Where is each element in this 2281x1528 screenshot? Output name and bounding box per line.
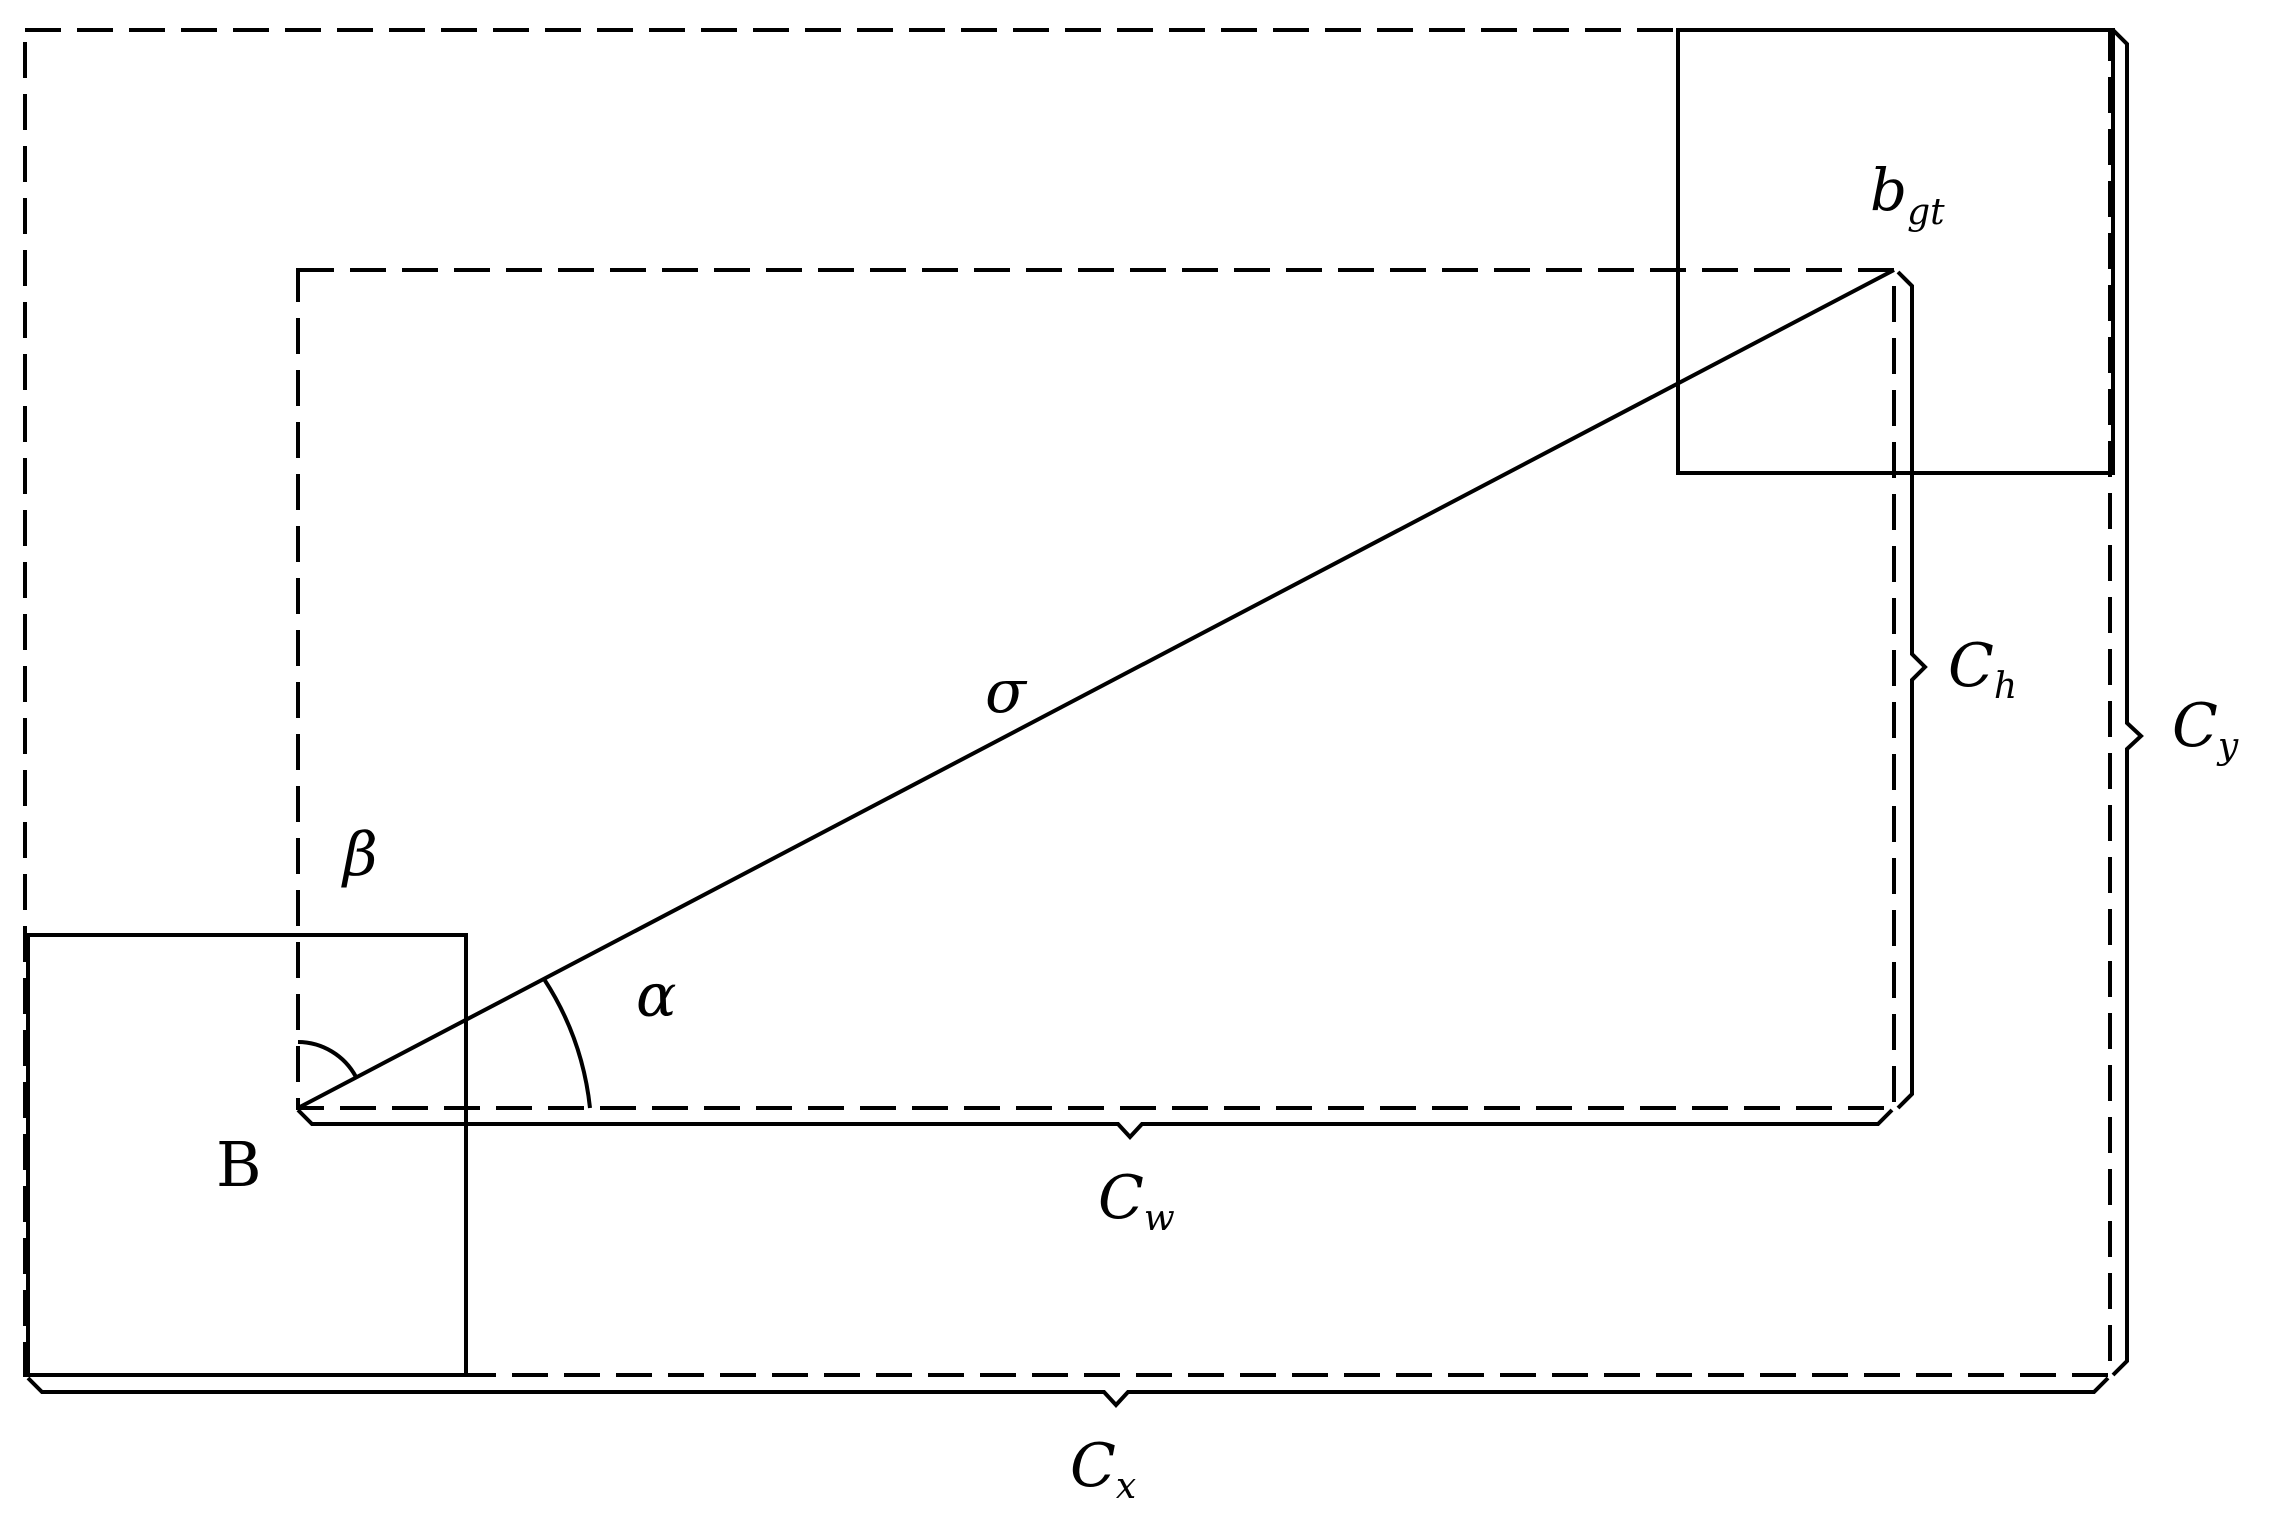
ground-truth-box xyxy=(1676,28,2115,475)
center-distance-box xyxy=(296,268,1896,1110)
ch-sub-text: h xyxy=(1994,666,2017,707)
sigma-diagonal-line xyxy=(297,268,1895,1110)
cy-brace xyxy=(2111,28,2144,1377)
gt-center-label: bgt xyxy=(1870,156,1945,233)
cw-label: Cw xyxy=(1098,1163,1175,1239)
ch-main-text: C xyxy=(1948,631,1994,701)
cx-label: Cx xyxy=(1070,1431,1136,1507)
cw-brace xyxy=(296,1108,1894,1140)
ch-brace xyxy=(1896,270,1928,1110)
gt-sub-text: gt xyxy=(1907,192,1945,233)
cx-brace xyxy=(26,1376,2110,1408)
cw-main-text: C xyxy=(1098,1163,1144,1233)
sigma-label: σ xyxy=(985,657,1028,727)
alpha-label: α xyxy=(636,961,677,1031)
predicted-box xyxy=(26,933,468,1377)
outer-enclosing-box xyxy=(23,28,2112,1377)
cy-label: Cy xyxy=(2172,691,2239,767)
cy-main-text: C xyxy=(2172,691,2218,761)
alpha-angle-arc xyxy=(542,977,592,1109)
cy-sub-text: y xyxy=(2216,726,2239,767)
cx-sub-text: x xyxy=(1116,1466,1136,1507)
beta-label: β xyxy=(341,820,378,890)
cw-sub-text: w xyxy=(1144,1198,1175,1239)
point-b-label: B xyxy=(216,1128,262,1201)
gt-main-text: b xyxy=(1870,156,1907,224)
cx-main-text: C xyxy=(1070,1431,1116,1501)
ch-label: Ch xyxy=(1948,631,2017,707)
beta-angle-arc xyxy=(297,1040,358,1078)
